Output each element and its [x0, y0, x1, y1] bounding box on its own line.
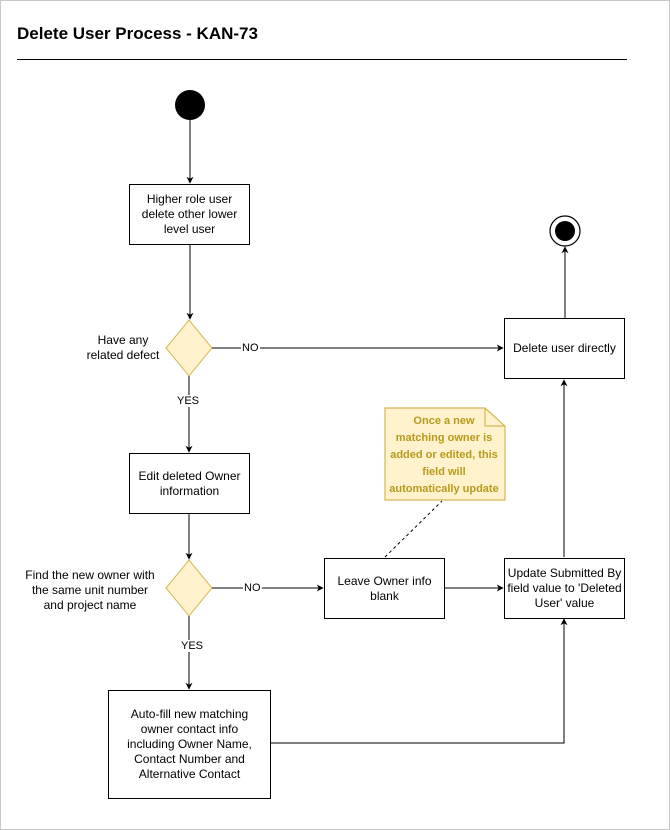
note-fold	[484, 408, 505, 427]
edge-label-find-yes: YES	[180, 640, 205, 652]
edge-label-defect-yes: YES	[176, 395, 201, 407]
page-title: Delete User Process - KAN-73	[17, 24, 258, 43]
start-node	[175, 90, 205, 120]
decision-find-diamond	[165, 559, 213, 617]
node-update-submitted: Update Submitted By field value to 'Dele…	[504, 558, 625, 619]
node-delete-directly: Delete user directly	[504, 318, 625, 379]
edge-label-find-no: NO	[243, 582, 262, 594]
note-shape	[384, 407, 506, 501]
note-text: Once a new matching owner is added or ed…	[389, 414, 499, 495]
node-edit-owner: Edit deleted Owner information	[129, 453, 250, 514]
node-higher-role: Higher role user delete other lower leve…	[129, 184, 250, 245]
node-leave-blank: Leave Owner info blank	[324, 558, 445, 619]
node-autofill: Auto-fill new matching owner contact inf…	[108, 690, 271, 799]
decision-defect-diamond	[165, 319, 213, 377]
end-node-inner	[555, 221, 575, 241]
title-divider	[17, 59, 627, 60]
edge-label-defect-no: NO	[241, 342, 260, 354]
note-connector	[384, 500, 443, 558]
edge-autofill-to-update	[271, 618, 568, 744]
decision-find-label: Find the new owner with the same unit nu…	[25, 568, 155, 612]
decision-defect-label: Have any related defect	[86, 333, 160, 362]
